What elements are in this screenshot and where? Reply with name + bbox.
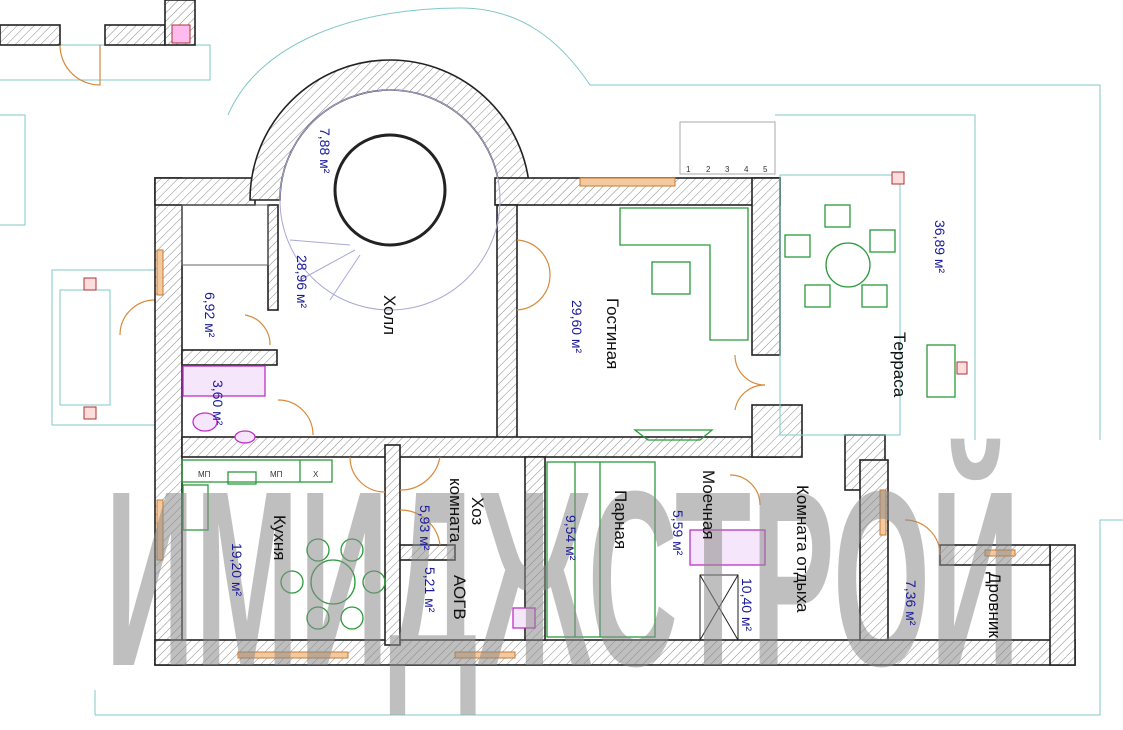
stair-step-2: 2 [706,165,711,174]
stair-step-4: 4 [744,165,749,174]
kitchen-label-mp-2: МП [270,470,283,479]
wash-area: 5,59 м² [670,510,686,556]
utility-name-2: комната [446,478,465,543]
sauna-benches [512,461,766,641]
room-labels: Холл 28,96 м² 7,88 м² 6,92 м² 3,60 м² Го… [202,128,1004,638]
kitchen-furniture: МП МП Х [181,459,386,630]
boiler-name: АОГВ [450,575,469,620]
bathroom-fixtures [182,365,266,444]
stair-step-3: 3 [725,165,730,174]
doors [244,239,941,556]
boiler-area: 5,21 м² [422,567,438,613]
terrace-area: 36,89 м² [932,220,948,274]
stair-step-5: 5 [763,165,768,174]
rest-area: 10,40 м² [739,578,755,632]
watermark: ИМИДЖСТРОЙ [105,438,1020,718]
stair-step-1: 1 [686,165,691,174]
kitchen-label-x: Х [313,470,319,479]
woodshed-name: Дровник [985,572,1004,638]
steam-area: 9,54 м² [563,515,579,561]
living-name: Гостиная [603,298,622,369]
kitchen-area: 19,20 м² [229,543,245,597]
porch [51,269,156,426]
woodshed-hall-area: 7,36 м² [903,580,919,626]
vestibule-area: 6,92 м² [202,292,218,338]
stair-area: 7,88 м² [317,128,333,174]
utility-name-1: Хоз [468,497,487,525]
living-furniture [619,207,749,441]
terrace-name: Терраса [890,332,909,398]
steam-name: Парная [611,490,630,549]
spiral-stair [181,89,501,311]
rest-name: Комната отдыха [793,485,812,613]
hall-area: 28,96 м² [294,255,310,309]
bathroom-area: 3,60 м² [210,380,226,426]
top-left-fragment [0,0,196,86]
kitchen-label-mp-1: МП [198,470,211,479]
hall-name: Холл [380,295,399,335]
terrace-furniture: 1 2 3 4 5 [679,121,968,436]
windows [156,177,1016,659]
wash-name: Моечная [699,470,718,540]
living-area: 29,60 м² [569,300,585,354]
kitchen-name: Кухня [270,515,289,561]
utility-area: 5,93 м² [417,505,433,551]
